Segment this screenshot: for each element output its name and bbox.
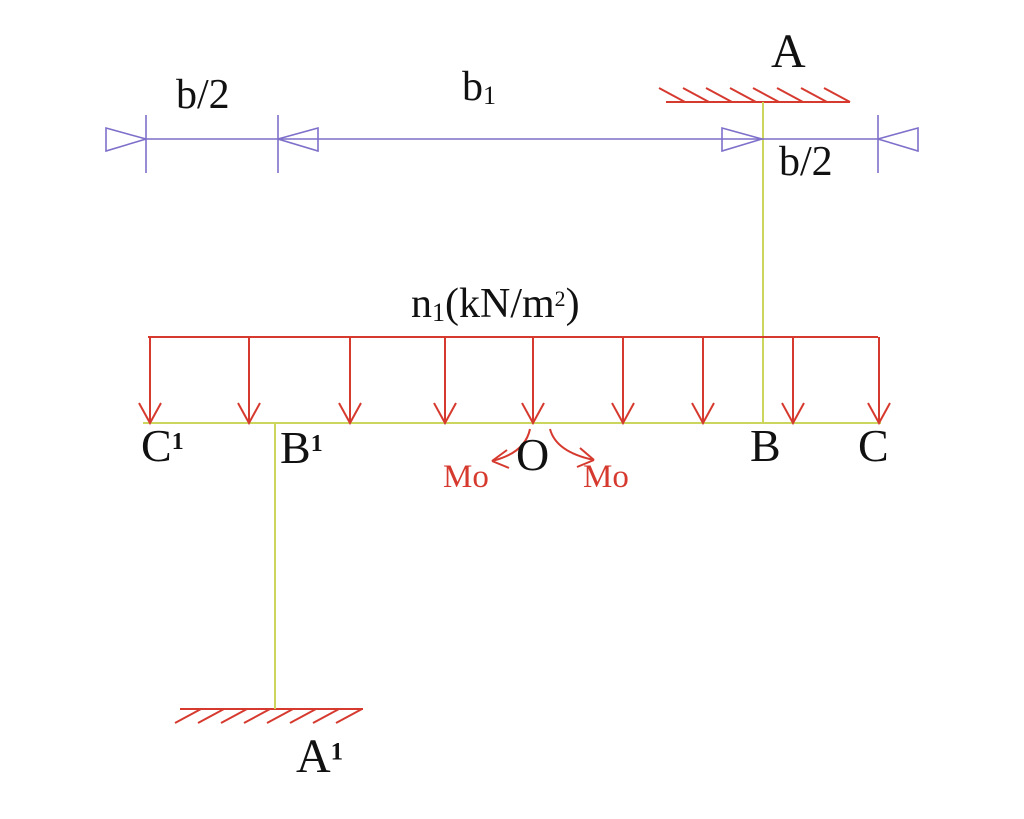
load-arrow <box>867 337 891 426</box>
dimension-arrow <box>875 126 919 153</box>
label-dim-right: b/2 <box>779 139 833 185</box>
moment-arrow-left <box>491 428 531 469</box>
label-dim-left: b/2 <box>176 72 230 118</box>
load-arrow <box>338 337 362 426</box>
dimension-arrow <box>721 126 765 153</box>
dimension-arrow <box>275 126 319 153</box>
label-support-top: A <box>771 25 806 78</box>
label-load: n1(kN/m2) <box>411 281 580 327</box>
load-arrow <box>237 337 261 426</box>
label-point-b1: B1 <box>280 422 323 473</box>
distributed-load <box>138 336 891 426</box>
label-moment-right: Mo <box>583 459 629 495</box>
label-point-c: C <box>858 420 889 471</box>
load-arrow <box>611 337 635 426</box>
label-point-o: O <box>516 429 550 480</box>
moment-arrow-right <box>549 428 595 468</box>
label-point-b: B <box>750 420 781 471</box>
label-dim-mid: b1 <box>462 64 497 110</box>
load-arrow <box>433 337 457 426</box>
label-support-bottom: A1 <box>296 730 344 783</box>
dimension-arrow <box>105 126 149 153</box>
load-arrow <box>691 337 715 426</box>
support-top-hatching <box>658 87 851 103</box>
load-arrow <box>521 337 545 426</box>
label-point-c1: C1 <box>141 420 184 471</box>
load-arrow <box>138 337 162 426</box>
load-arrow <box>781 337 805 426</box>
dimension-line <box>105 115 919 173</box>
support-bottom-hatching <box>174 708 363 724</box>
label-moment-left: Mo <box>443 459 489 495</box>
